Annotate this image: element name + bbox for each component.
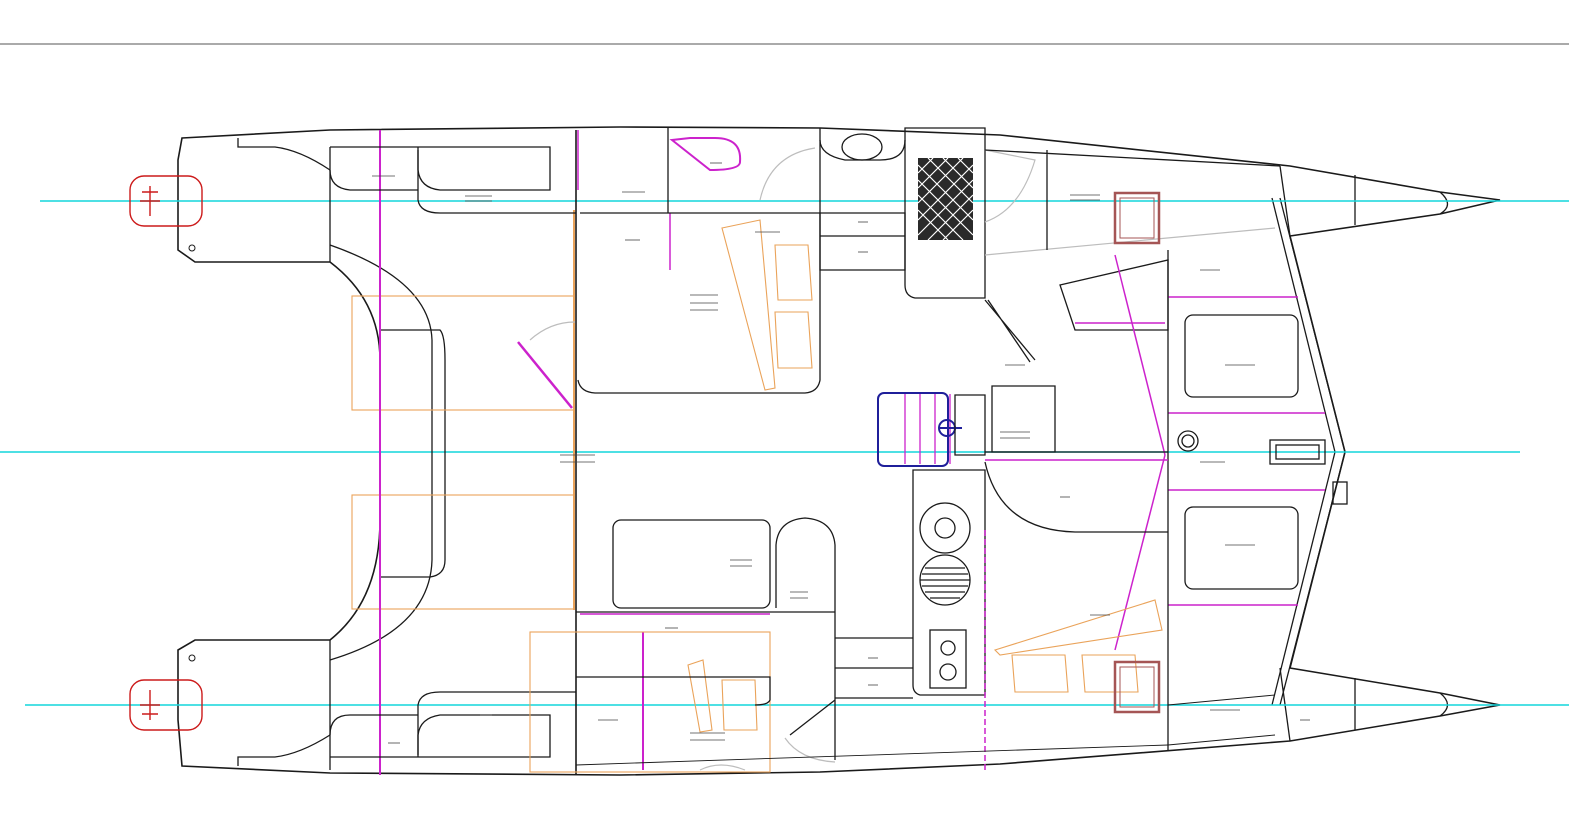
helm-wheel-icon [877, 392, 962, 467]
mast-step-icon [1181, 434, 1195, 448]
hatch-icon [1119, 197, 1155, 239]
hull-outline [177, 126, 1501, 776]
toilet-icon [669, 137, 742, 172]
vent-grid [917, 157, 974, 241]
windlass [1269, 439, 1326, 465]
forward-locker-port [1184, 314, 1299, 398]
chair-overlay [721, 219, 813, 391]
aft-berth-starboard [417, 691, 576, 755]
forward-cabin-port [984, 149, 1281, 250]
cabin-partition [576, 611, 913, 699]
hatch-icon [1119, 666, 1155, 708]
annotation-marks [372, 162, 1310, 744]
windlass [1275, 444, 1320, 460]
aft-cabin-corner [329, 714, 418, 736]
dinette-overlay [993, 599, 1163, 693]
door-swing [784, 737, 836, 763]
door-swing [699, 764, 746, 771]
starboard-hull-wall [576, 676, 836, 736]
hatch-icon [1113, 191, 1161, 245]
door-swing [984, 149, 1276, 256]
settee [775, 517, 836, 760]
outboard-engine-icon [129, 654, 203, 731]
cockpit-seat-curve [329, 244, 433, 661]
port-stern-detail [237, 138, 331, 171]
hob-icon [929, 629, 967, 689]
cleat [1332, 481, 1348, 505]
door-swing [529, 321, 576, 341]
nav-station [984, 299, 1036, 363]
aft-cabin-corner [329, 169, 418, 191]
salon-table [612, 519, 771, 609]
cockpit-bench [329, 147, 446, 770]
bulkhead-line [1114, 254, 1166, 456]
door-swing [759, 147, 816, 201]
cabin-overlay [529, 631, 771, 773]
chair-overlay [687, 659, 758, 733]
settee-curve [984, 461, 1168, 533]
aft-berth-port [417, 150, 576, 214]
galley-counter [912, 469, 986, 696]
drainer-grid [919, 554, 971, 606]
hull-inner-line [1167, 734, 1276, 746]
lower-hull-inner [1167, 694, 1276, 706]
forward-locker-starboard [1184, 506, 1299, 590]
sink-icon [919, 502, 971, 554]
mast-step-icon [1177, 430, 1199, 452]
sink-icon [934, 517, 956, 539]
sink-icon [841, 133, 883, 161]
galley-block [904, 127, 986, 299]
master-cabin-bed [577, 212, 821, 394]
outboard-engine-icon [129, 175, 203, 252]
starboard-stern-detail [237, 734, 331, 766]
sliding-door [517, 341, 573, 409]
hull-inner-line [575, 744, 1169, 766]
hatch-icon [1113, 660, 1161, 714]
bulkhead-line [1114, 454, 1166, 651]
